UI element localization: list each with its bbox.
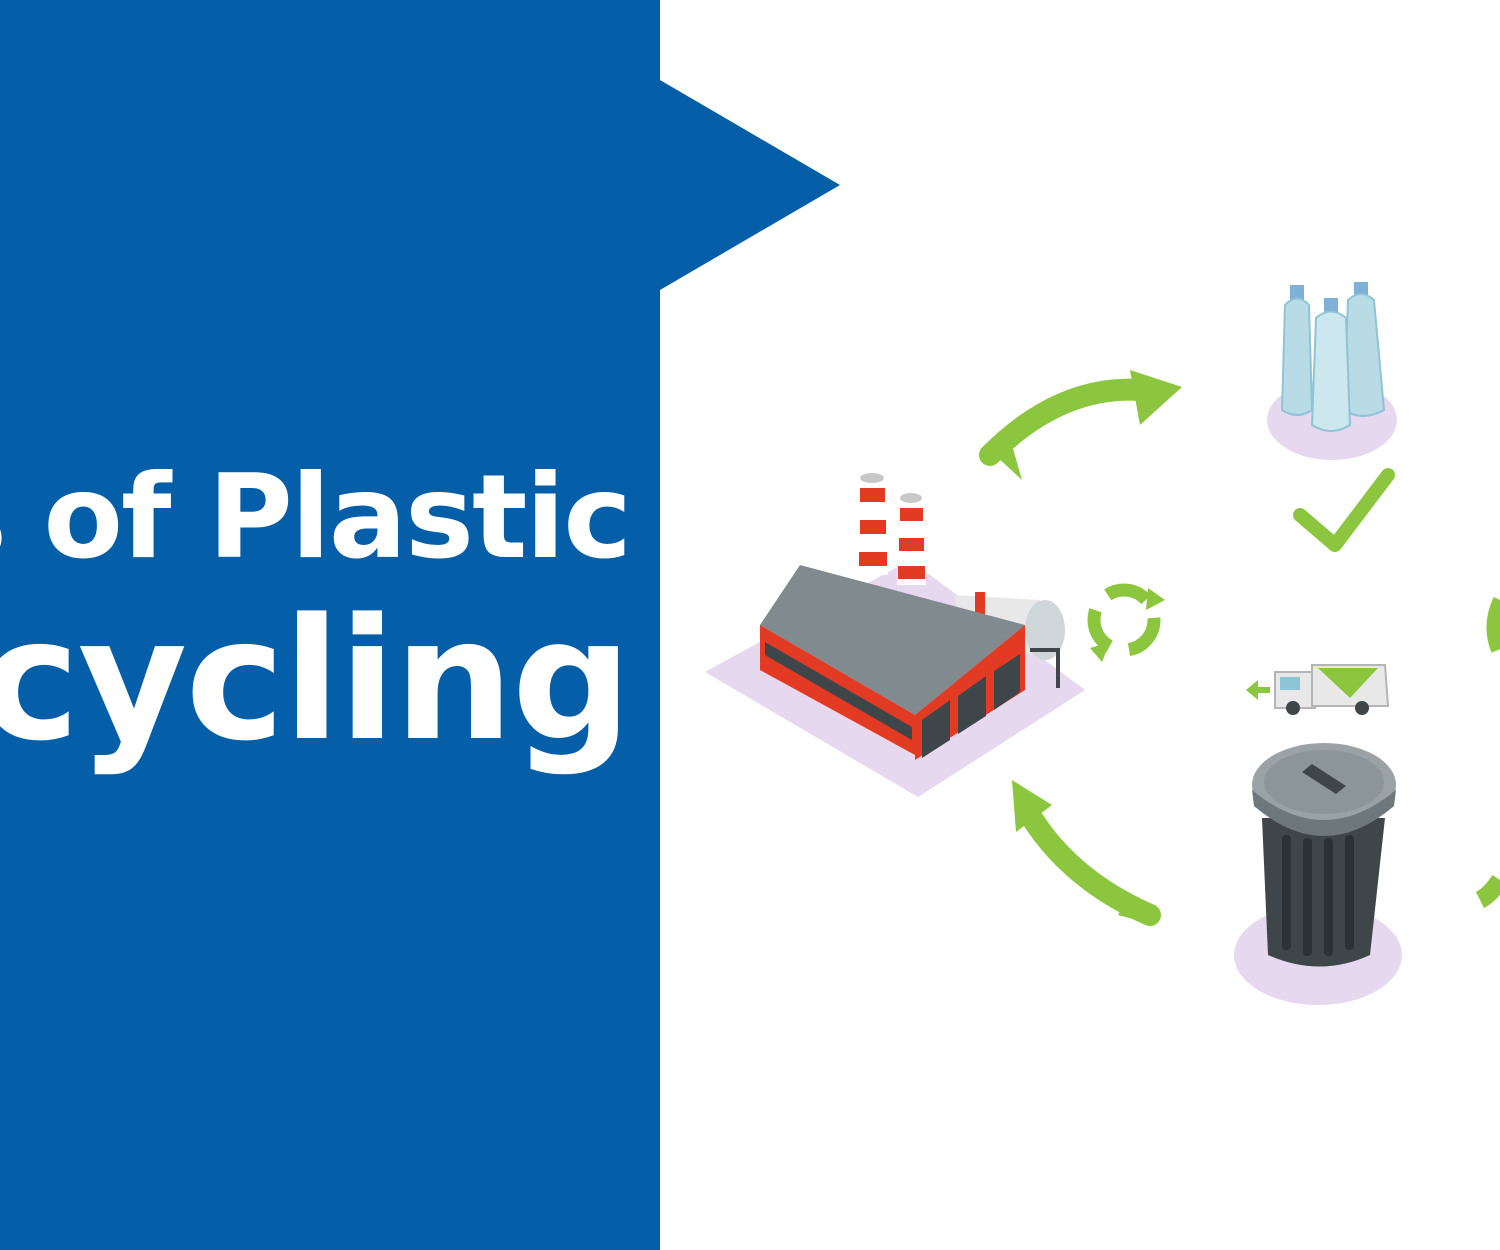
trash-bin-icon <box>1234 743 1402 1005</box>
factory-icon <box>705 473 1085 797</box>
cycle-arrow-icon <box>1012 780 1161 926</box>
cycle-arrow-icon <box>1475 874 1500 909</box>
recycling-cycle-illustration <box>705 282 1500 1005</box>
garbage-truck-icon <box>1246 664 1390 715</box>
checkmark-icon <box>1293 468 1395 552</box>
cycle-arrow-icon <box>979 370 1182 480</box>
recycle-icon <box>1087 583 1165 662</box>
headline-line-1: s of Plastic <box>0 450 632 585</box>
headline-line-2: cycling <box>0 582 632 778</box>
cycle-arrow-icon <box>1486 596 1500 653</box>
plastic-bottles-icon <box>1267 282 1397 460</box>
